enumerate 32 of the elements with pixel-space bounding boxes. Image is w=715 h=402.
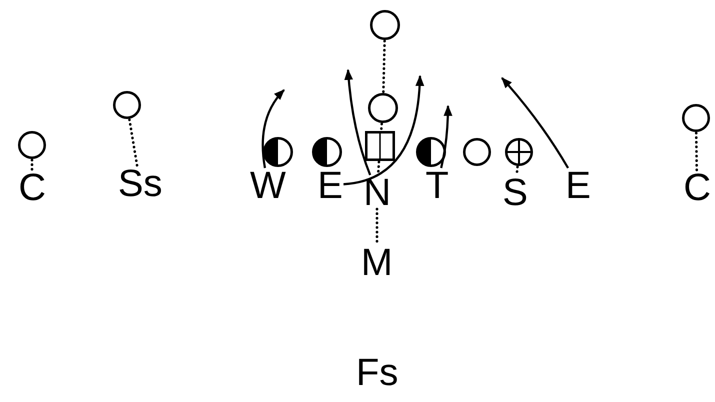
player-circle bbox=[113, 91, 141, 119]
position-letter: E bbox=[566, 169, 591, 201]
arrow bbox=[262, 89, 285, 168]
player-circle bbox=[368, 93, 398, 123]
half-filled-circle bbox=[263, 137, 293, 167]
player-circle bbox=[370, 10, 400, 40]
arrow bbox=[343, 74, 424, 186]
dotted-line bbox=[694, 132, 698, 172]
position-letter: S bbox=[502, 176, 528, 208]
arrow bbox=[344, 68, 372, 176]
arrow bbox=[501, 77, 569, 169]
position-letter: C bbox=[18, 171, 46, 203]
center-square bbox=[365, 131, 395, 161]
dotted-line bbox=[382, 40, 386, 94]
player-circle bbox=[18, 131, 46, 159]
position-letter: T bbox=[426, 169, 449, 201]
position-letter: E bbox=[318, 169, 343, 201]
dotted-line bbox=[128, 118, 138, 168]
half-filled-circle bbox=[416, 137, 446, 167]
dotted-line bbox=[380, 122, 384, 132]
position-letter: C bbox=[684, 171, 711, 203]
position-letter: Fs bbox=[356, 356, 398, 388]
player-circle bbox=[682, 104, 710, 132]
dotted-line bbox=[30, 158, 34, 172]
position-letter: N bbox=[364, 176, 391, 208]
arrow bbox=[440, 104, 452, 168]
position-letter: W bbox=[250, 169, 286, 201]
crossed-circle bbox=[505, 138, 533, 166]
position-letter: M bbox=[361, 246, 393, 278]
player-circle bbox=[463, 138, 491, 166]
position-letter: Ss bbox=[118, 167, 162, 199]
half-filled-circle bbox=[312, 137, 342, 167]
